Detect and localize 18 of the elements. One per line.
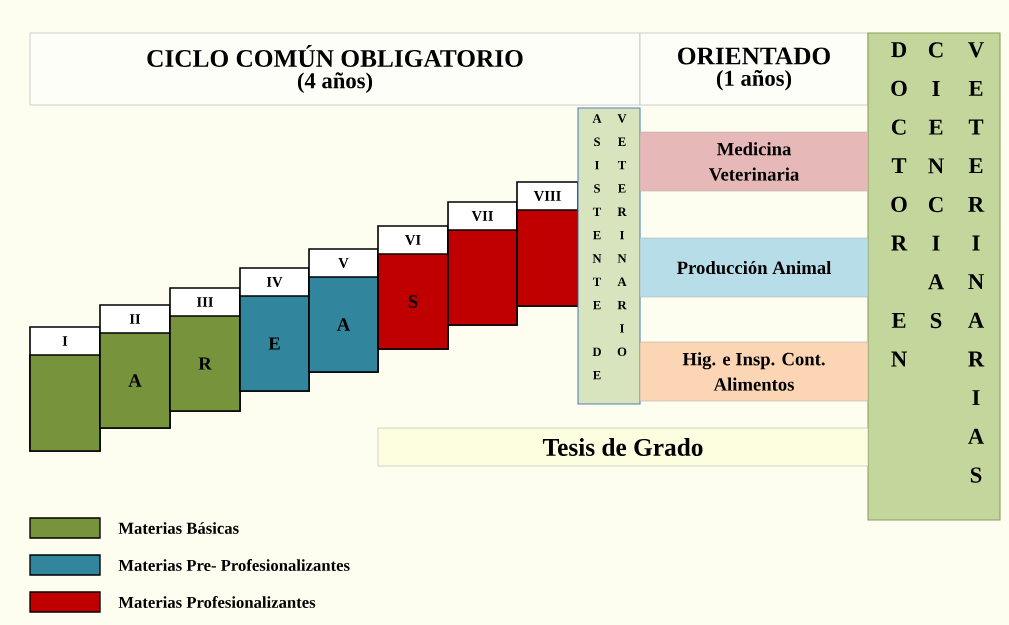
header-box: ORIENTADO (1 años): [639, 32, 869, 106]
vertical-band: ASISTENTE DE VETERINARIO: [577, 107, 641, 405]
legend-label: Materias Básicas: [118, 522, 239, 534]
semester-step: V A: [308, 248, 379, 373]
orientation-box: Medicina Veterinaria: [639, 131, 869, 192]
semester-step: I: [29, 326, 101, 452]
legend-label: Materias Profesionalizantes: [118, 596, 316, 608]
thesis-box: Tesis de Grado: [377, 427, 869, 467]
semester-step: II A: [99, 304, 171, 429]
semester-step: III R: [169, 287, 241, 412]
semester-step: IV E: [239, 267, 310, 392]
orientation-box: Producción Animal: [639, 237, 869, 298]
vertical-band: DOCTOR EN CIENCIAS VETERINARIAS: [867, 32, 1001, 521]
legend-label: Materias Pre- Profesionalizantes: [118, 559, 350, 571]
semester-step: VII: [447, 201, 518, 326]
semester-step: VI S: [377, 225, 449, 350]
semester-step: VIII: [516, 181, 579, 307]
orientation-box: Hig. e Insp. Cont. Alimentos: [639, 341, 869, 402]
